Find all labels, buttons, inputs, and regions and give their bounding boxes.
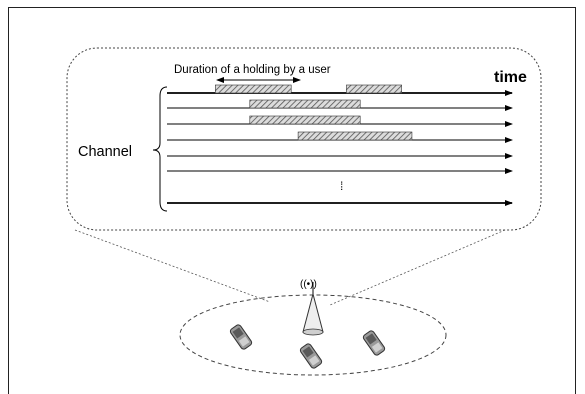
holding-bar xyxy=(249,115,361,125)
mobile-phone-icon xyxy=(229,324,253,350)
time-label: time xyxy=(494,69,527,86)
zoom-line-left xyxy=(74,229,271,303)
channel-label: Channel xyxy=(78,144,132,160)
zoom-line-right xyxy=(329,229,506,306)
ellipsis-mark: ⁞ xyxy=(340,179,343,193)
holding-bar xyxy=(346,84,402,94)
base-station-tower-icon xyxy=(302,282,324,336)
figure-frame xyxy=(8,7,576,394)
holding-bar xyxy=(249,99,361,109)
mobile-phone-icon xyxy=(362,330,386,356)
holding-bars xyxy=(215,84,413,141)
tower-signal-icon: ((•)) xyxy=(300,279,317,290)
channel-brace xyxy=(152,86,168,212)
holding-bar xyxy=(297,131,413,141)
mobile-phone-icon xyxy=(299,343,323,369)
holding-bar xyxy=(215,84,292,94)
channel-timelines xyxy=(167,90,513,206)
duration-label: Duration of a holding by a user xyxy=(174,64,331,76)
